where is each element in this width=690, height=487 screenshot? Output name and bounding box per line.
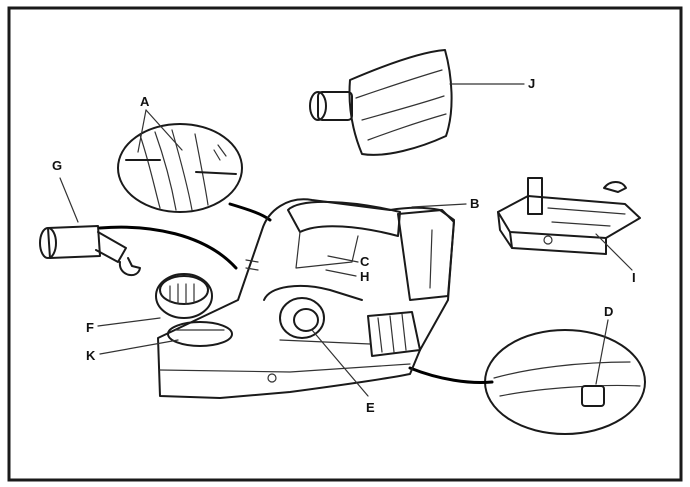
spanner [39, 225, 141, 277]
leader-lines [59, 83, 633, 397]
diagram-frame [7, 6, 683, 482]
label-g: G [52, 158, 62, 173]
blade-depth-detail [117, 123, 243, 213]
label-i: I [632, 270, 636, 285]
dust-bag [309, 49, 453, 156]
label-k: K [86, 348, 96, 363]
parallel-guide [497, 177, 641, 255]
label-b: B [470, 196, 479, 211]
brush-cover-detail [408, 329, 646, 435]
label-f: F [86, 320, 94, 335]
label-d: D [604, 304, 613, 319]
label-a: A [140, 94, 150, 109]
planer-body [155, 198, 455, 399]
label-h: H [360, 269, 369, 284]
label-e: E [366, 400, 375, 415]
label-j: J [528, 76, 535, 91]
label-c: C [360, 254, 370, 269]
